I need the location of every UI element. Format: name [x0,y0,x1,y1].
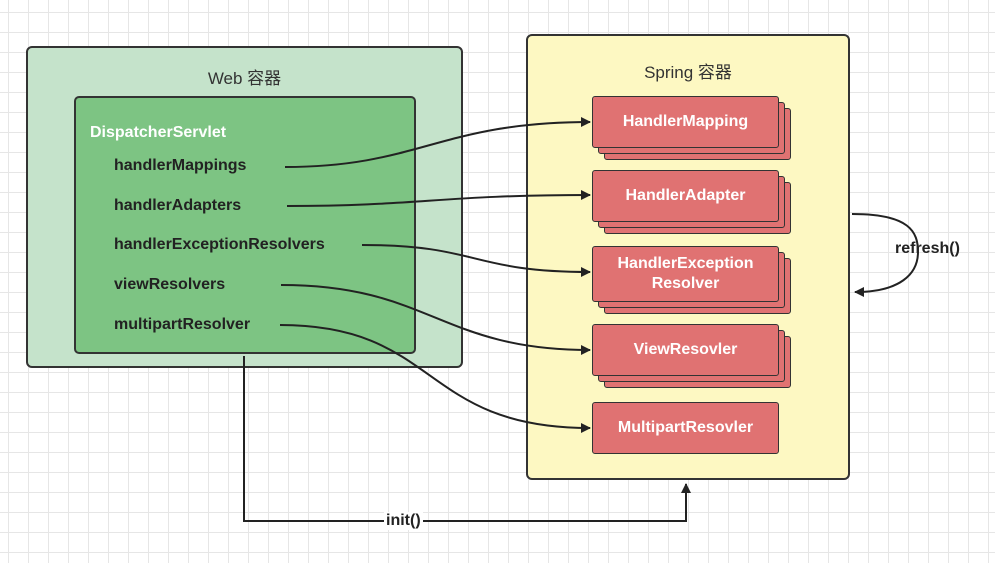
bean-handler-adapter-label: HandlerAdapter [592,170,779,222]
arrow-handler-mappings [284,117,591,168]
bean-handler-exception-resolver-label: HandlerException Resolver [592,246,779,302]
spring-container-title: Spring 容器 [644,63,732,82]
field-handler-adapters: handlerAdapters [114,197,242,214]
bean-multipart-resolver: MultipartResovler [592,402,779,454]
arrow-multipart-resolver [279,324,591,433]
field-multipart-resolver: multipartResolver [114,316,251,333]
bean-view-resolver: ViewResovler [592,324,791,390]
bean-handler-exception-resolver-line1: HandlerException [617,255,754,272]
arrow-refresh [851,213,920,297]
arrow-handler-exception-resolvers [361,244,591,277]
init-label: init() [384,512,423,530]
bean-handler-mapping: HandlerMapping [592,96,791,162]
bean-handler-adapter: HandlerAdapter [592,170,791,236]
field-view-resolvers: viewResolvers [114,276,226,293]
arrow-init [243,356,691,522]
bean-multipart-resolver-label: MultipartResovler [592,402,779,454]
field-handler-mappings: handlerMappings [114,157,247,174]
dispatcher-servlet-title: DispatcherServlet [90,124,227,141]
bean-handler-exception-resolver-line2: Resolver [651,275,720,292]
bean-handler-exception-resolver: HandlerException Resolver [592,246,791,316]
arrow-view-resolvers [280,284,591,355]
field-handler-exception-resolvers: handlerExceptionResolvers [114,236,325,253]
arrow-handler-adapters [286,190,591,207]
bean-view-resolver-label: ViewResovler [592,324,779,376]
web-container-title: Web 容器 [207,69,282,88]
bean-handler-mapping-label: HandlerMapping [592,96,779,148]
refresh-label: refresh() [895,240,960,257]
dispatcher-servlet-box: DispatcherServlet [74,96,416,354]
